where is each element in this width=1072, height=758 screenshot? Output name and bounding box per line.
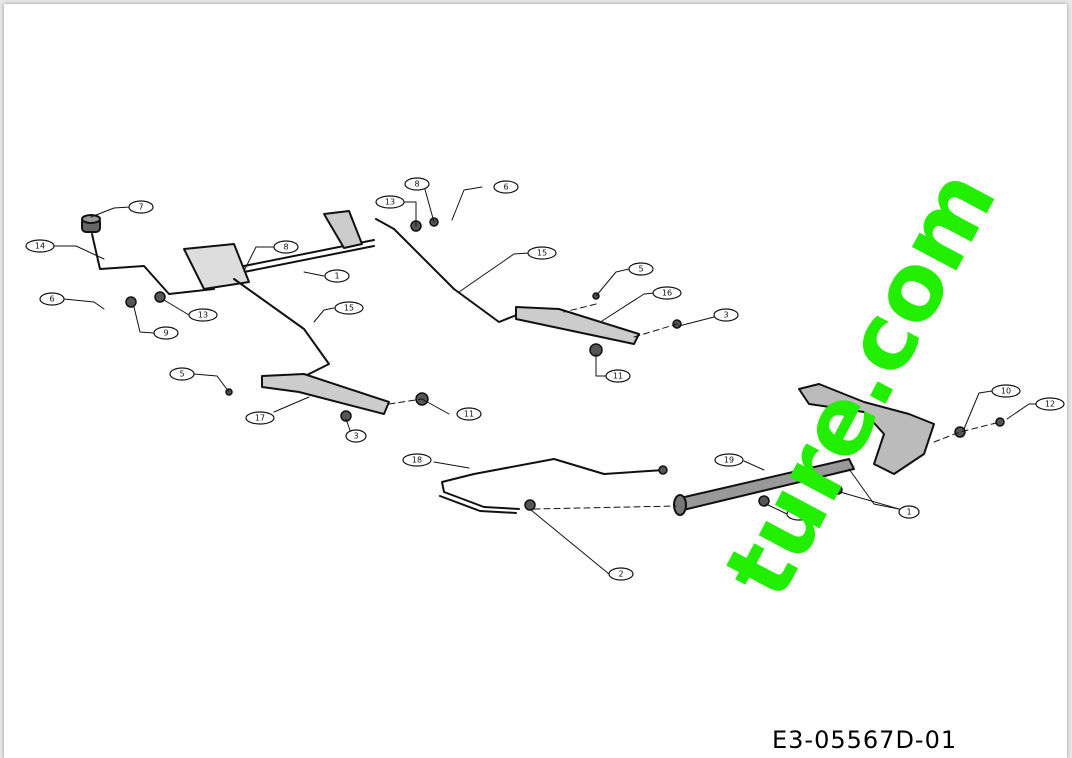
callout-9: 9 bbox=[163, 329, 168, 338]
callout-8b: 8 bbox=[283, 243, 288, 252]
callout-2: 2 bbox=[618, 570, 623, 579]
callout-1: 1 bbox=[334, 272, 339, 281]
part-19-tube bbox=[673, 458, 855, 516]
callout-19: 19 bbox=[724, 456, 734, 465]
callout-16: 16 bbox=[662, 289, 672, 298]
parts-diagram: 1 2 3 3 4 5 5 6 6 7 8 8 9 10 11 11 12 13… bbox=[25, 177, 1065, 581]
callout-6b: 6 bbox=[503, 183, 508, 192]
part-18-u-rod bbox=[439, 458, 665, 514]
part-16-arm bbox=[515, 306, 640, 345]
hardware bbox=[125, 217, 1005, 511]
callout-4: 4 bbox=[796, 510, 801, 519]
callout-14: 14 bbox=[35, 242, 45, 251]
callout-15a: 15 bbox=[344, 304, 354, 313]
leader-lines bbox=[53, 183, 1043, 575]
callout-3a: 3 bbox=[353, 432, 358, 441]
callout-6a: 6 bbox=[49, 295, 54, 304]
part-15-rod-left bbox=[233, 278, 330, 380]
callout-12: 12 bbox=[1045, 400, 1055, 409]
callout-15b: 15 bbox=[537, 249, 547, 258]
drawing-code: E3-05567D-01 bbox=[772, 726, 958, 754]
drawing-sheet: 1 2 3 3 4 5 5 6 6 7 8 8 9 10 11 11 12 13… bbox=[4, 4, 1067, 758]
assembly-lines bbox=[388, 303, 1001, 510]
callout-11a: 11 bbox=[464, 410, 474, 419]
callout-10: 10 bbox=[1001, 387, 1011, 396]
callout-11b: 11 bbox=[613, 372, 623, 381]
callout-8a: 8 bbox=[414, 180, 419, 189]
part-15-rod-right bbox=[375, 218, 520, 323]
callout-7: 7 bbox=[138, 203, 143, 212]
callout-1b: 1 bbox=[906, 508, 911, 517]
part-1-shaft bbox=[183, 210, 375, 290]
callout-3b: 3 bbox=[723, 311, 728, 320]
part-17-arm bbox=[261, 373, 390, 415]
callout-5b: 5 bbox=[638, 265, 643, 274]
callout-5a: 5 bbox=[179, 370, 184, 379]
callout-13a: 13 bbox=[385, 198, 395, 207]
callout-17: 17 bbox=[255, 414, 265, 423]
callout-13b: 13 bbox=[198, 311, 208, 320]
part-14-lever bbox=[81, 214, 215, 295]
callout-balloons bbox=[25, 177, 1065, 581]
bracket bbox=[798, 383, 935, 475]
callout-18: 18 bbox=[412, 456, 422, 465]
